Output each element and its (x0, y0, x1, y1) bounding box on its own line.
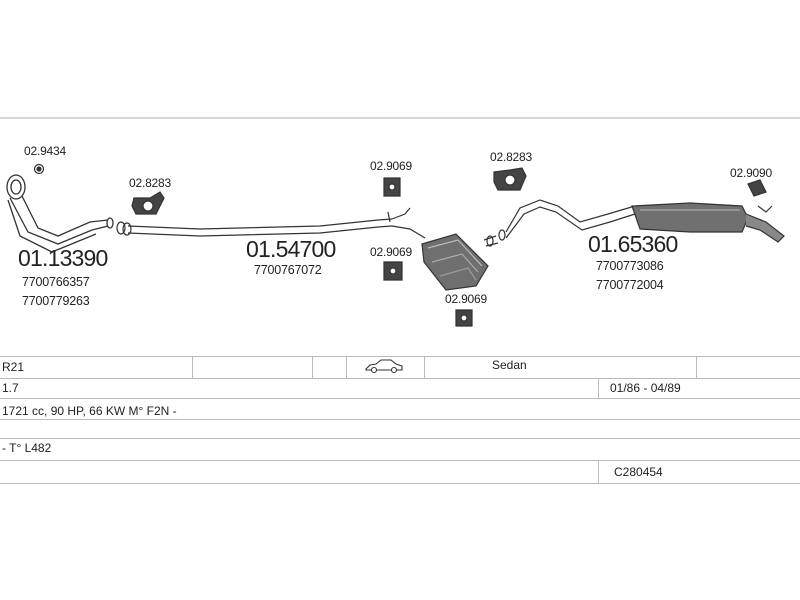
table-divider (598, 378, 599, 399)
fitting-label-9069-low: 02.9069 (445, 292, 487, 306)
middle-silencer-oem-1: 7700767072 (254, 263, 322, 277)
front-pipe (6, 174, 114, 253)
table-divider (424, 356, 425, 378)
fitting-label-8283-rear: 02.8283 (490, 150, 532, 164)
fitting-label-9434: 02.9434 (24, 144, 66, 158)
model-name: R21 (2, 360, 25, 374)
table-divider (346, 356, 347, 378)
sedan-car-icon (365, 359, 403, 374)
table-row-type (0, 439, 800, 461)
table-divider (696, 356, 697, 378)
fitting-label-8283-front: 02.8283 (129, 176, 171, 190)
fitting-8283-front-icon (131, 191, 165, 215)
catalog-code: C280454 (614, 465, 663, 479)
table-row-blank (0, 420, 800, 439)
date-range: 01/86 - 04/89 (610, 381, 681, 395)
table-divider (598, 461, 599, 484)
rear-pipe (483, 199, 636, 247)
front-pipe-number: 01.13390 (18, 245, 108, 271)
fitting-label-9069-mid: 02.9069 (370, 245, 412, 259)
middle-pipe (127, 207, 426, 239)
body-type: Sedan (492, 358, 527, 372)
clamp-front (116, 221, 132, 236)
fitting-9434-icon (33, 163, 45, 175)
middle-silencer-number: 01.54700 (246, 236, 336, 262)
rear-silencer (631, 202, 785, 243)
table-row-engine (0, 378, 800, 399)
fitting-9069-top-icon (383, 177, 401, 197)
rear-silencer-oem-1: 7700773086 (596, 259, 664, 273)
table-row-code (0, 461, 800, 484)
table-divider (192, 356, 193, 378)
fitting-9069-mid-icon (383, 261, 403, 281)
fitting-9090-icon (747, 179, 767, 197)
type-code: - T° L482 (2, 441, 52, 455)
fitting-9069-low-icon (455, 309, 473, 327)
engine-spec: 1721 cc, 90 HP, 66 KW M° F2N - (2, 404, 177, 418)
front-pipe-oem-2: 7700779263 (22, 294, 90, 308)
rear-silencer-oem-2: 7700772004 (596, 278, 664, 292)
table-divider (312, 356, 313, 378)
engine-size: 1.7 (2, 381, 19, 395)
front-pipe-oem-1: 7700766357 (22, 275, 90, 289)
fitting-label-9090: 02.9090 (730, 166, 772, 180)
rear-silencer-number: 01.65360 (588, 231, 678, 257)
table-row-spec (0, 399, 800, 420)
fitting-label-9069-top: 02.9069 (370, 159, 412, 173)
fitting-8283-rear-icon (493, 167, 527, 191)
table-row-model (0, 356, 800, 379)
middle-silencer (421, 233, 489, 291)
